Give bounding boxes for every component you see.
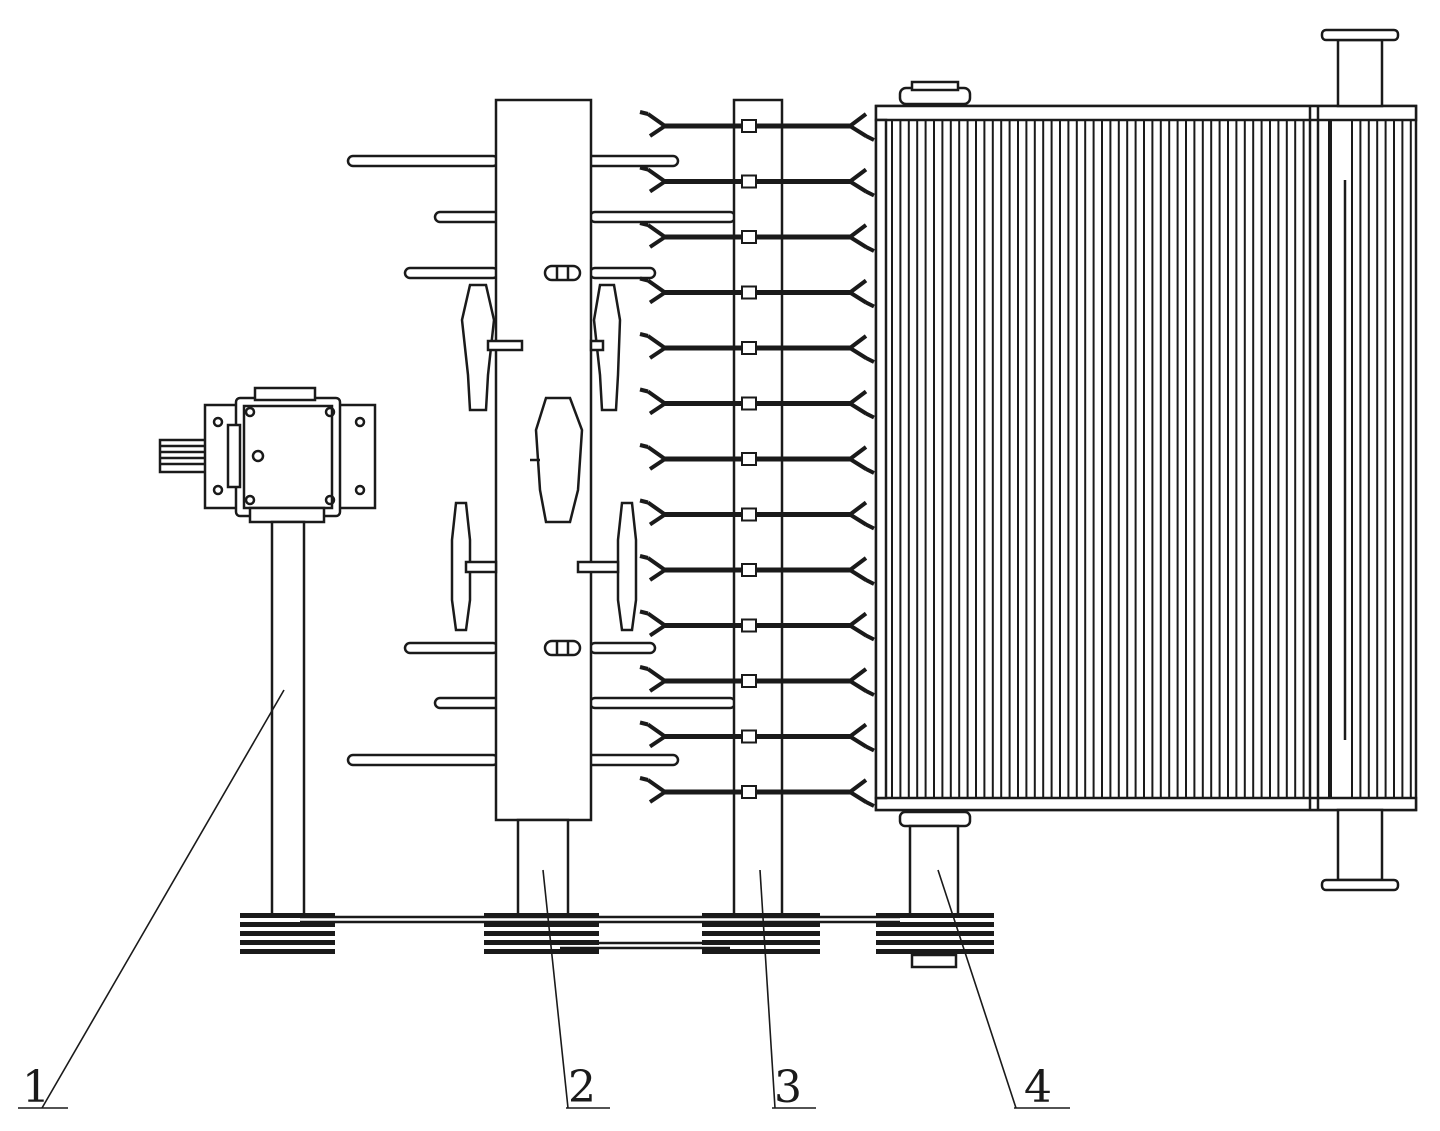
tine: [639, 165, 875, 198]
callout-label-4: 4: [1024, 1062, 1052, 1113]
tine-array: [639, 110, 875, 808]
tine: [639, 276, 875, 309]
tine: [639, 221, 875, 253]
drum-ribs: [891, 120, 1412, 798]
callout-label-3: 3: [774, 1062, 802, 1113]
tine: [639, 332, 875, 364]
gearbox-assembly: [158, 386, 377, 917]
tine: [639, 554, 875, 586]
tine: [639, 110, 875, 142]
callout-labels: 1 2 3 4: [22, 1062, 1052, 1113]
pulley-3: [702, 913, 820, 954]
pulley-1: [240, 913, 335, 954]
tine: [639, 443, 875, 475]
leader-lines: [18, 689, 1070, 1109]
drum-roller-assembly: [874, 28, 1418, 969]
first-roller-assembly: [346, 98, 737, 917]
tine: [639, 720, 875, 753]
pulley-2: [484, 913, 599, 954]
belt-drive: [240, 913, 994, 954]
tine: [639, 498, 875, 531]
callout-label-1: 1: [22, 1062, 50, 1113]
tine: [639, 665, 875, 697]
tine: [639, 776, 875, 808]
tine: [639, 609, 875, 642]
pulleys: [240, 913, 994, 954]
callout-label-2: 2: [568, 1062, 596, 1113]
pulley-4: [876, 913, 994, 954]
second-roller-assembly: [639, 98, 875, 917]
tine: [639, 387, 875, 420]
